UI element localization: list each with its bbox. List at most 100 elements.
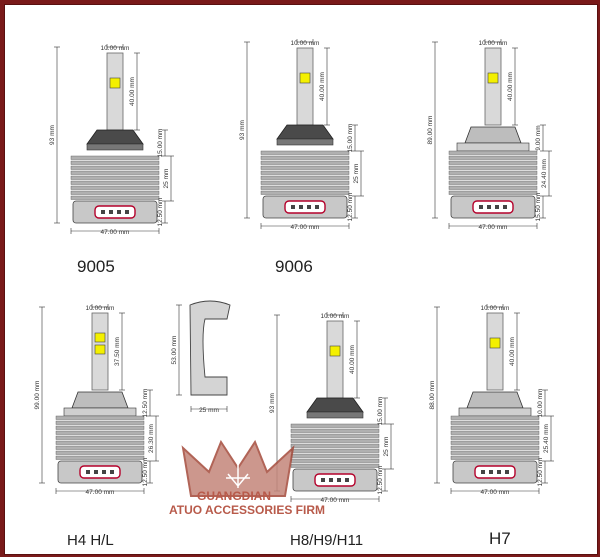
connector-pin xyxy=(329,478,333,482)
crown-icon xyxy=(181,439,295,497)
connector-pin xyxy=(117,210,121,214)
connector-pin xyxy=(109,210,113,214)
connector-pin xyxy=(337,478,341,482)
dimension-text: 47.00 mm xyxy=(321,497,350,504)
socket-collar xyxy=(86,143,144,151)
heatsink-fin xyxy=(450,425,540,430)
bulb-label-h7: H7 xyxy=(489,529,511,548)
stem xyxy=(106,52,124,131)
heatsink-fin xyxy=(70,180,160,185)
heatsink-fin xyxy=(448,185,538,190)
connector-port-icon xyxy=(474,465,516,479)
connector-pin xyxy=(489,470,493,474)
bulb-label-h8: H8/H9/H11 xyxy=(290,532,364,549)
dimension-text: 25 mm xyxy=(163,169,170,189)
connector-pin xyxy=(505,470,509,474)
heatsink-fin xyxy=(450,415,540,420)
dimension-text: 12.50 mm xyxy=(157,198,164,227)
heatsink-fin xyxy=(260,165,350,170)
heatsink-fin xyxy=(290,438,380,443)
heatsink-fin xyxy=(290,448,380,453)
connector-pin xyxy=(481,470,485,474)
socket-flange xyxy=(458,407,532,417)
connector-pin xyxy=(86,470,90,474)
dimension-text: 12.50 mm xyxy=(142,389,149,418)
heatsink-fin xyxy=(70,155,160,160)
connector-port-icon xyxy=(94,205,136,219)
heatsink-fin xyxy=(55,420,145,425)
stem xyxy=(486,312,504,391)
heatsink-fin xyxy=(70,160,160,165)
socket-flange xyxy=(456,142,530,152)
connector-pin xyxy=(94,470,98,474)
led-chip-icon xyxy=(109,77,121,89)
connector-port-icon xyxy=(472,200,514,214)
socket-head xyxy=(306,397,364,413)
dimension-text: 10.00 mm xyxy=(86,305,115,312)
dimension-text: 15.00 mm xyxy=(347,124,354,153)
stem xyxy=(296,47,314,126)
clip-body xyxy=(189,300,231,396)
heatsink-fin xyxy=(290,463,380,468)
connector-port-icon xyxy=(314,473,356,487)
heatsink-fin xyxy=(260,190,350,195)
watermark-line-1: GUANGDIAN xyxy=(197,489,271,503)
dimension-text: 88.00 mm xyxy=(429,381,436,410)
heatsink-fin xyxy=(55,455,145,460)
heatsink-fin xyxy=(260,175,350,180)
socket-collar xyxy=(306,411,364,419)
heatsink-fin xyxy=(290,443,380,448)
dimension-text: 47.00 mm xyxy=(101,229,130,236)
heatsink-fin xyxy=(448,190,538,195)
dimension-text: 12.50 mm xyxy=(377,466,384,495)
heatsink-fin xyxy=(448,155,538,160)
heatsink-fin xyxy=(290,453,380,458)
led-chip-icon xyxy=(489,337,501,349)
bulb-label-h4: H4 H/L xyxy=(67,532,114,549)
stem xyxy=(484,47,502,126)
heatsink-fin xyxy=(290,458,380,463)
dimension-text: 40.00 mm xyxy=(349,345,356,374)
heatsink-fin xyxy=(450,430,540,435)
heatsink-fin xyxy=(55,440,145,445)
led-chip-icon xyxy=(94,344,106,355)
heatsink-fin xyxy=(260,185,350,190)
led-chip-icon xyxy=(299,72,311,84)
dimension-text: 24.40 mm xyxy=(541,159,548,188)
watermark-line-2: ATUO ACCESSORIES FIRM xyxy=(169,503,326,517)
connector-pin xyxy=(102,470,106,474)
heatsink-fin xyxy=(450,450,540,455)
dimension-text: 89.00 mm xyxy=(427,116,434,145)
dimension-text: 12.50 mm xyxy=(347,193,354,222)
socket-head xyxy=(276,124,334,140)
connector-pin xyxy=(345,478,349,482)
dimension-text: 25 mm xyxy=(199,407,219,414)
socket-collar xyxy=(276,138,334,146)
socket-head xyxy=(464,126,522,144)
dimension-text: 10.00 mm xyxy=(321,313,350,320)
heatsink-fin xyxy=(290,428,380,433)
connector-pin xyxy=(307,205,311,209)
heatsink-fin xyxy=(70,175,160,180)
dimension-text: 47.00 mm xyxy=(479,224,508,231)
heatsink-fin xyxy=(55,450,145,455)
dimension-text: 10.00 mm xyxy=(101,45,130,52)
dimension-text: 25 mm xyxy=(383,437,390,457)
socket-flange xyxy=(63,407,137,417)
heatsink-fin xyxy=(448,165,538,170)
heatsink-fin xyxy=(70,195,160,200)
dimension-text: 99.00 mm xyxy=(34,381,41,410)
connector-pin xyxy=(299,205,303,209)
stem xyxy=(326,320,344,399)
bulb-label-9005: 9005 xyxy=(77,257,115,276)
dimension-text: 15.00 mm xyxy=(377,397,384,426)
dimension-text: 47.00 mm xyxy=(481,489,510,496)
connector-pin xyxy=(291,205,295,209)
heatsink-fin xyxy=(70,170,160,175)
dimension-text: 10.00 mm xyxy=(481,305,510,312)
heatsink-fin xyxy=(290,423,380,428)
